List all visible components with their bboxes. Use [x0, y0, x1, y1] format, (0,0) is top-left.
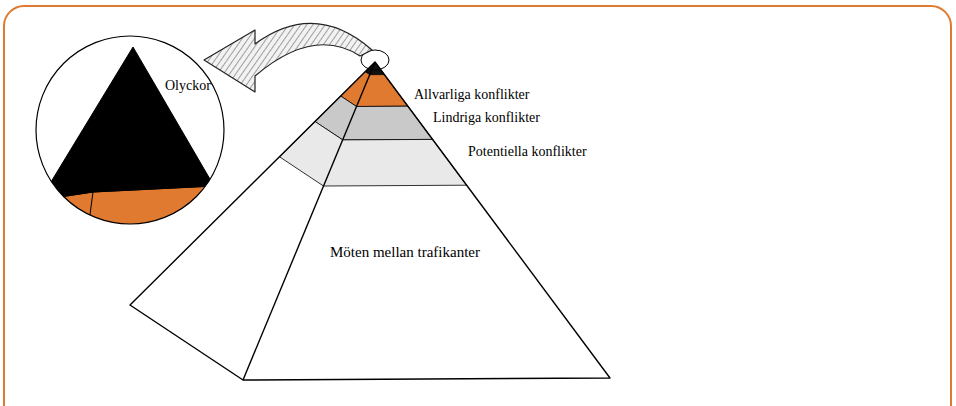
band-label: Allvarliga konflikter [414, 87, 529, 103]
band-potential [280, 122, 467, 187]
band-serious [341, 72, 408, 107]
pyramid-edge [243, 62, 375, 380]
base-label: Möten mellan trafikanter [330, 244, 480, 260]
band-label: Potentiella konflikter [468, 144, 587, 160]
zoom-band [20, 186, 240, 260]
zoom-edge [84, 192, 93, 260]
band-label: Lindriga konflikter [433, 110, 540, 126]
zoom-circle [36, 36, 224, 224]
zoom-label: Olyckor [165, 78, 211, 94]
zoom-tip [40, 47, 214, 200]
frame-border [4, 6, 951, 406]
zoom-content [20, 47, 240, 260]
zoom-arrow [204, 23, 372, 92]
